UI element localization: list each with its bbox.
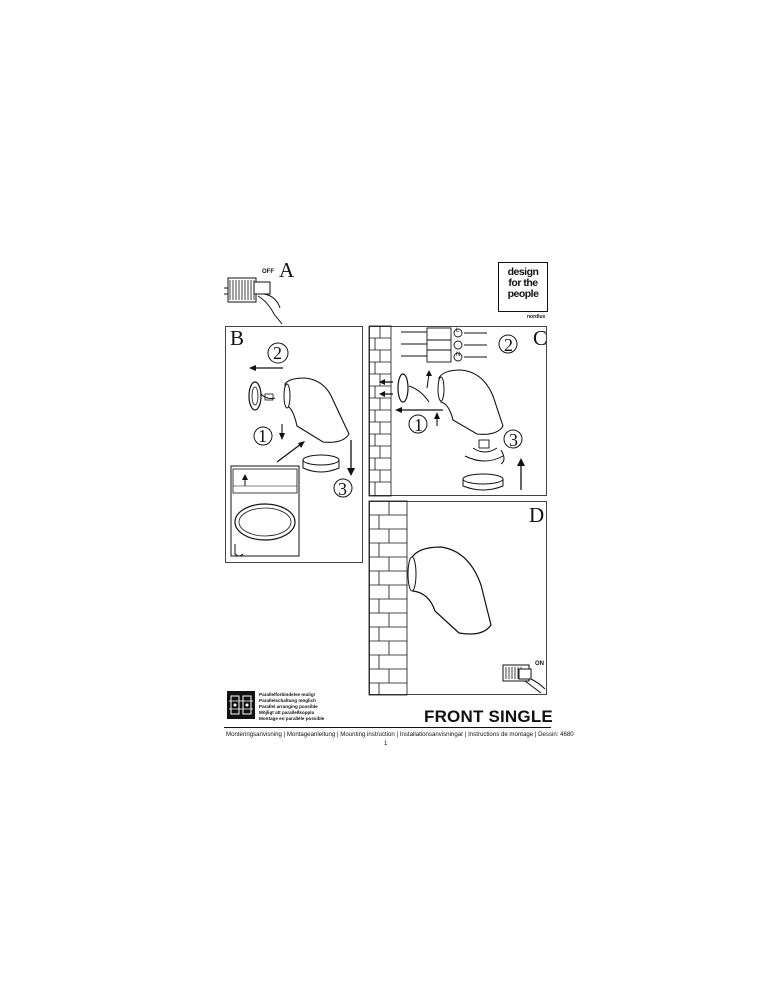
design-for-the-people-logo: design for the people [498,262,548,312]
parallel-text-en: Parallel arranging possible [259,704,318,710]
step-d-illustration [368,500,546,696]
step-b-number-1: 1 [258,426,267,446]
parallel-text-fr: Montage en parallèle possible [259,716,325,722]
step-b-illustration [230,342,355,557]
step-b-panel [225,326,363,563]
product-title: FRONT SINGLE [424,707,553,726]
page-number: 1 [384,741,388,747]
footer-divider [224,727,551,728]
parallel-text-sv: Möjligt att parallellkoppla [259,710,315,716]
step-d-letter: D [529,503,545,527]
switch-on-label: ON [535,661,544,667]
logo-line-2: for the [508,277,538,289]
step-b-number-3: 3 [338,479,347,499]
brand-name: nordlux [527,314,546,320]
step-b-letter: B [230,326,245,350]
parallel-text-de: Parallelschaltung möglich [259,698,316,704]
step-c-panel [369,326,547,496]
logo-line-1: design [507,266,539,278]
terminal-label-l: L [456,328,460,334]
step-c-letter: C [533,326,548,350]
step-c-illustration [368,325,525,497]
parallel-connection-icon [227,691,255,719]
step-c-number-1: 1 [414,415,423,435]
parallel-connection-text: Parallelforbindelse mulig! Parallelschal… [259,692,324,722]
junction-box-off-illustration [224,277,283,325]
terminal-label-n: N [456,352,461,358]
step-d-panel [369,501,547,695]
footer-text: Monteringsanvisning | Montageanleitung |… [226,731,574,738]
switch-off-label: OFF [262,269,274,275]
logo-line-3: people [507,288,539,300]
step-b-number-2: 2 [273,343,282,363]
parallel-text-da: Parallelforbindelse mulig! [259,692,316,697]
step-a-letter: A [279,258,295,282]
step-c-number-2: 2 [504,335,513,355]
step-c-number-3: 3 [509,430,518,450]
